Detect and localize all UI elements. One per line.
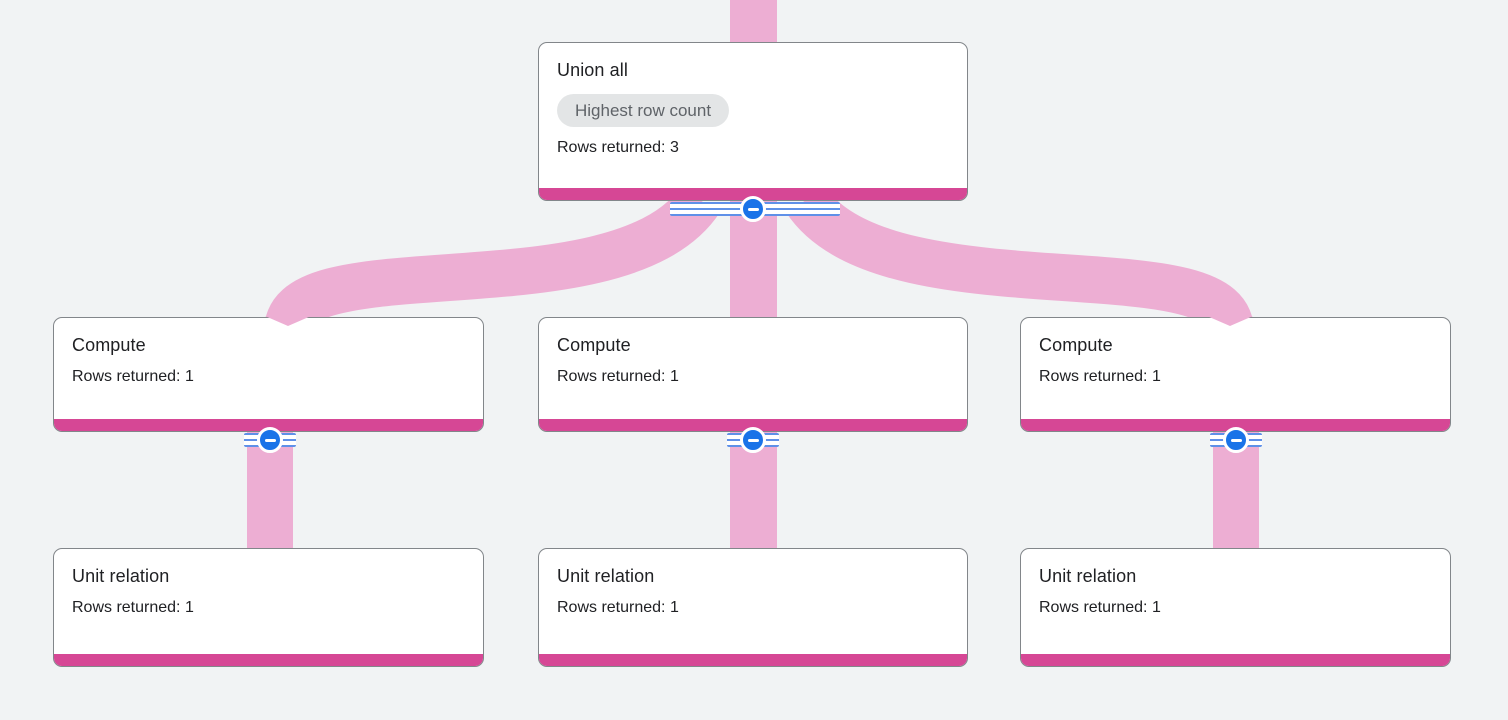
- node-duration-bar: [1021, 654, 1450, 666]
- rows-returned-label: Rows returned: 1: [1039, 599, 1161, 616]
- node-title: Unit relation: [557, 566, 655, 586]
- node-title: Compute: [72, 335, 146, 355]
- rows-returned-label: Rows returned: 1: [557, 599, 679, 616]
- node-unit-relation-3[interactable]: Unit relation Rows returned: 1: [1020, 548, 1451, 667]
- collapse-button-union[interactable]: [740, 196, 766, 222]
- rows-returned-label: Rows returned: 1: [1039, 368, 1161, 385]
- rows-returned-label: Rows returned: 1: [72, 368, 194, 385]
- edge-union-to-compute-1: [264, 185, 720, 337]
- node-duration-bar: [54, 654, 483, 666]
- node-compute-3[interactable]: Compute Rows returned: 1: [1020, 317, 1451, 432]
- node-title: Union all: [557, 60, 628, 80]
- collapse-button-compute-2[interactable]: [740, 427, 766, 453]
- node-duration-bar: [539, 188, 967, 200]
- node-duration-bar: [1021, 419, 1450, 431]
- node-unit-relation-2[interactable]: Unit relation Rows returned: 1: [538, 548, 968, 667]
- minus-icon: [747, 207, 759, 211]
- highest-row-count-badge: Highest row count: [557, 94, 730, 127]
- collapse-button-compute-1[interactable]: [257, 427, 283, 453]
- minus-icon: [747, 438, 759, 442]
- node-duration-bar: [539, 654, 967, 666]
- node-duration-bar: [539, 419, 967, 431]
- rows-returned-label: Rows returned: 1: [72, 599, 194, 616]
- node-compute-1[interactable]: Compute Rows returned: 1: [53, 317, 484, 432]
- node-title: Unit relation: [1039, 566, 1137, 586]
- minus-icon: [264, 438, 276, 442]
- node-title: Unit relation: [72, 566, 170, 586]
- node-union-all[interactable]: Union all Highest row count Rows returne…: [538, 42, 968, 201]
- minus-icon: [1230, 438, 1242, 442]
- node-duration-bar: [54, 419, 483, 431]
- edge-union-to-compute-3: [786, 185, 1254, 337]
- node-title: Compute: [1039, 335, 1113, 355]
- node-unit-relation-1[interactable]: Unit relation Rows returned: 1: [53, 548, 484, 667]
- collapse-button-compute-3[interactable]: [1223, 427, 1249, 453]
- node-title: Compute: [557, 335, 631, 355]
- rows-returned-label: Rows returned: 1: [557, 368, 679, 385]
- node-compute-2[interactable]: Compute Rows returned: 1: [538, 317, 968, 432]
- rows-returned-label: Rows returned: 3: [557, 139, 679, 156]
